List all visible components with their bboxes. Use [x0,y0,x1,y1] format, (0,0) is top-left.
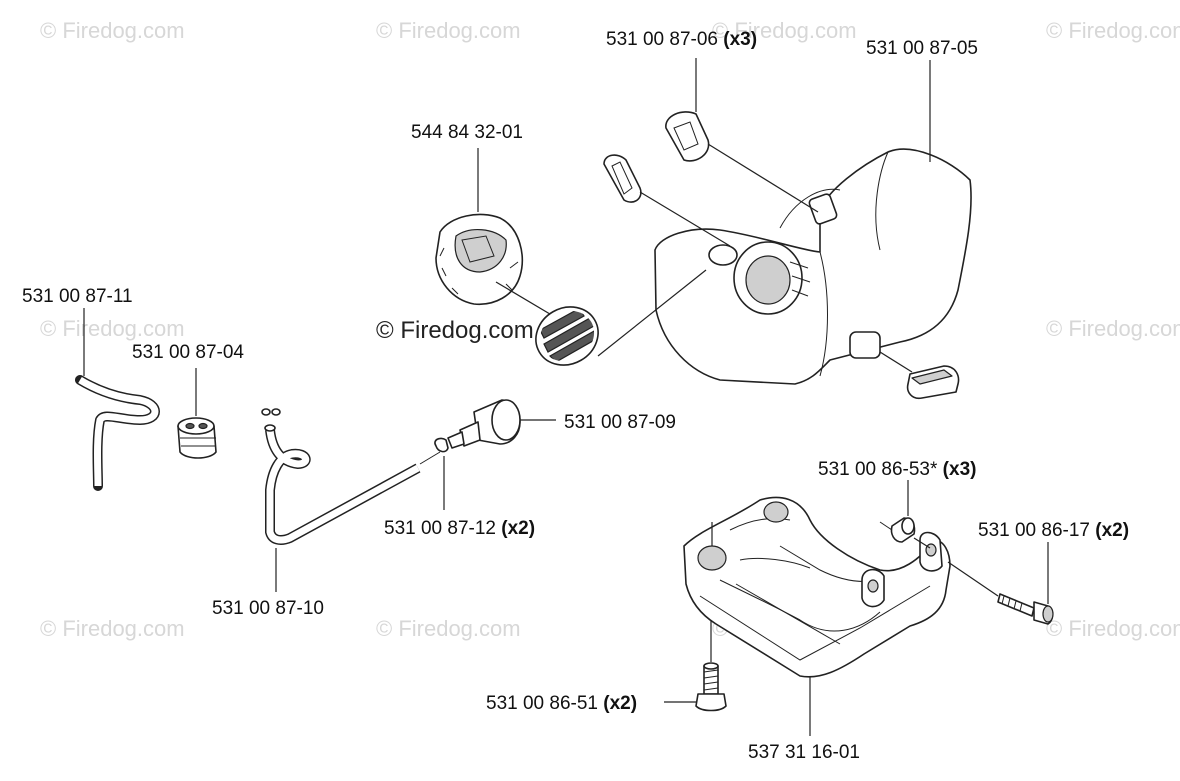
fuel-tank[interactable] [654,148,972,385]
grommet-lower[interactable] [603,154,642,203]
tank-guard[interactable] [683,496,951,678]
watermark-bottom-far-right: © Firedog.com [1046,616,1180,641]
grommet-upper[interactable] [665,111,710,162]
fuel-hose[interactable] [264,424,421,545]
label-cap: 544 84 32-01 [411,122,523,143]
watermarks: © Firedog.com © Firedog.com © Firedog.co… [40,18,1180,641]
cap-seal[interactable] [525,296,608,376]
fuel-filter[interactable] [447,399,521,449]
leader-grommet-tank-1 [707,143,819,213]
watermark-center: © Firedog.com [376,317,534,344]
label-plug: 531 00 87-04 [132,342,244,363]
label-bottom-screw: 531 00 86-51 (x2) [486,693,637,714]
label-guard: 537 31 16-01 [748,742,860,763]
bottom-screw[interactable] [695,662,727,712]
leader-grommet-tank-3 [879,351,913,373]
fuel-cap[interactable] [435,213,523,305]
leader-seal-tank [597,269,707,357]
hose-clamp[interactable] [419,437,449,465]
watermark-bottom-center: © Firedog.com [376,616,521,641]
label-side-screw: 531 00 86-17 (x2) [978,520,1129,541]
watermark-bottom-left: © Firedog.com [40,616,185,641]
bushing[interactable] [879,517,916,543]
grommet-side[interactable] [906,365,960,400]
label-grommet: 531 00 87-06 (x3) [606,29,757,50]
leader-bushing-guard [913,537,931,549]
leader-grommet-tank-2 [639,191,731,247]
label-bushing: 531 00 86-53* (x3) [818,459,976,480]
watermark-top-center: © Firedog.com [376,18,521,43]
watermark-mid-right: © Firedog.com [1046,316,1180,341]
label-fuel-hose: 531 00 87-10 [212,598,324,619]
label-filter: 531 00 87-09 [564,412,676,433]
watermark-mid-left: © Firedog.com [40,316,185,341]
watermark-top-left: © Firedog.com [40,18,185,43]
small-clip[interactable] [261,408,281,416]
watermark-top-far-right: © Firedog.com [1046,18,1180,43]
label-tank: 531 00 87-05 [866,38,978,59]
leader-side-screw-guard [947,561,999,597]
return-hose[interactable] [75,375,160,491]
label-clamp: 531 00 87-12 (x2) [384,518,535,539]
vent-plug[interactable] [177,417,217,459]
watermark-top-right: © Firedog.com [712,18,857,43]
side-screw[interactable] [997,593,1054,625]
label-return-hose: 531 00 87-11 [22,286,133,307]
